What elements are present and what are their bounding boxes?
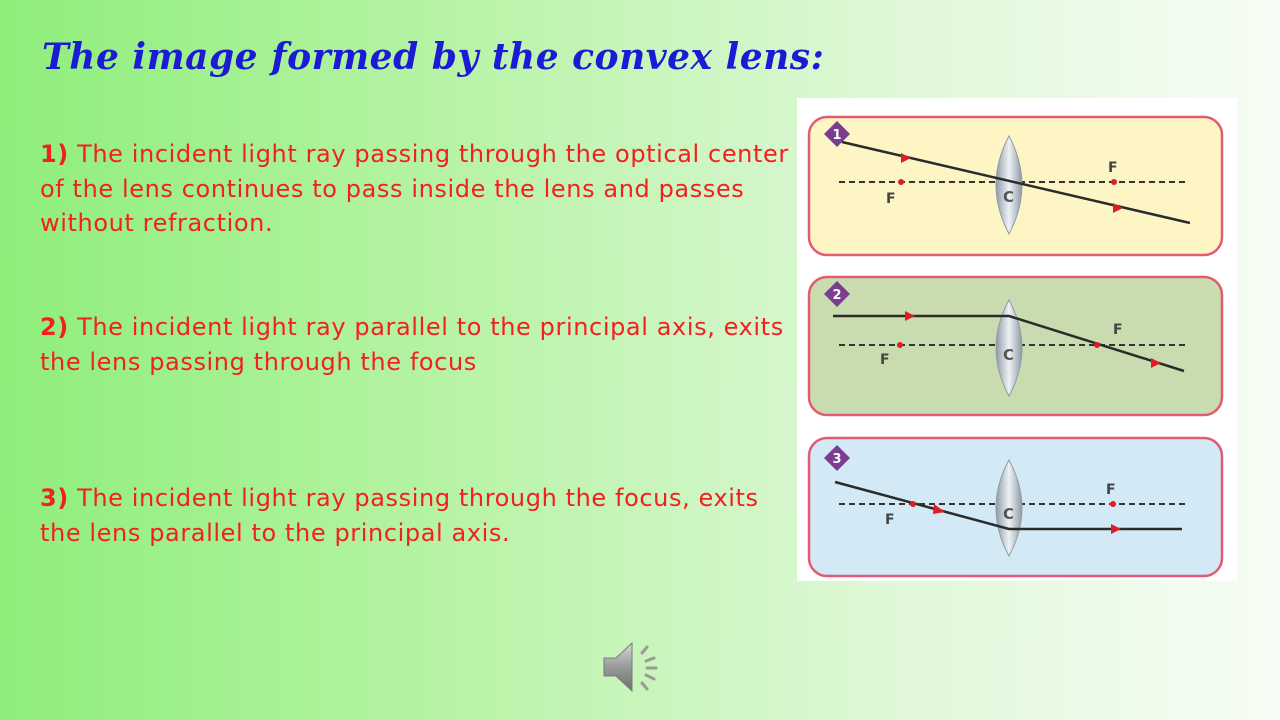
point-2: 2) The incident light ray parallel to th… <box>40 310 800 379</box>
diagram-2-focus-left-label: F <box>880 352 890 368</box>
point-2-text: The incident light ray parallel to the p… <box>40 313 784 376</box>
point-1: 1) The incident light ray passing throug… <box>40 137 800 241</box>
point-1-text: The incident light ray passing through t… <box>40 140 789 237</box>
diagram-3-focus-right-label: F <box>1106 482 1116 498</box>
diagram-1-arrow-in <box>901 153 911 163</box>
svg-text:2: 2 <box>832 288 841 303</box>
diagram-3-focus-left-label: F <box>885 512 895 528</box>
diagram-2-focus-right-dot <box>1094 342 1100 348</box>
diagram-2-badge: 2 <box>824 281 850 307</box>
speaker-icon[interactable] <box>600 635 666 697</box>
diagram-3-badge: 3 <box>824 445 850 471</box>
diagram-1-ray <box>841 140 1191 225</box>
point-3-number: 3) <box>40 484 69 512</box>
diagram-2-arrow-in <box>905 311 915 321</box>
diagram-3-focus-left-dot <box>910 501 916 507</box>
point-3-text: The incident light ray passing through t… <box>40 484 759 547</box>
diagram-2-center-label: C <box>1003 346 1014 364</box>
diagram-1-focus-right-dot <box>1111 179 1117 185</box>
diagram-2-focus-right-label: F <box>1113 322 1123 338</box>
diagram-1-focus-left-dot <box>898 179 904 185</box>
diagram-1-lens <box>995 134 1023 236</box>
diagram-3-lens <box>995 458 1023 558</box>
diagram-1-badge: 1 <box>824 121 850 147</box>
svg-text:3: 3 <box>832 452 841 467</box>
diagram-2-ray <box>833 314 1185 373</box>
diagram-1-focus-left-label: F <box>886 191 896 207</box>
diagram-3: 3 F F C <box>807 436 1224 578</box>
point-2-number: 2) <box>40 313 69 341</box>
diagram-2-focus-left-dot <box>897 342 903 348</box>
diagram-2: 2 F F C <box>807 275 1224 417</box>
diagram-3-focus-right-dot <box>1110 501 1116 507</box>
point-3: 3) The incident light ray passing throug… <box>40 481 800 550</box>
diagram-1-arrow-out <box>1113 203 1123 213</box>
slide-title: The image formed by the convex lens: <box>42 36 825 78</box>
lens-diagrams: 1 F F C 2 F <box>797 98 1237 581</box>
svg-text:1: 1 <box>832 128 841 143</box>
diagram-2-lens <box>995 298 1023 398</box>
diagram-3-center-label: C <box>1003 505 1014 523</box>
diagram-3-ray <box>834 480 1182 531</box>
diagram-2-arrow-out <box>1151 358 1161 368</box>
diagram-3-arrow-in <box>933 504 945 514</box>
point-1-number: 1) <box>40 140 69 168</box>
diagram-1-center-label: C <box>1003 188 1014 206</box>
diagram-1-focus-right-label: F <box>1108 160 1118 176</box>
lens-diagrams-svg: 1 F F C 2 F <box>807 115 1224 578</box>
diagram-1: 1 F F C <box>807 115 1224 257</box>
diagram-3-arrow-out <box>1111 524 1121 534</box>
